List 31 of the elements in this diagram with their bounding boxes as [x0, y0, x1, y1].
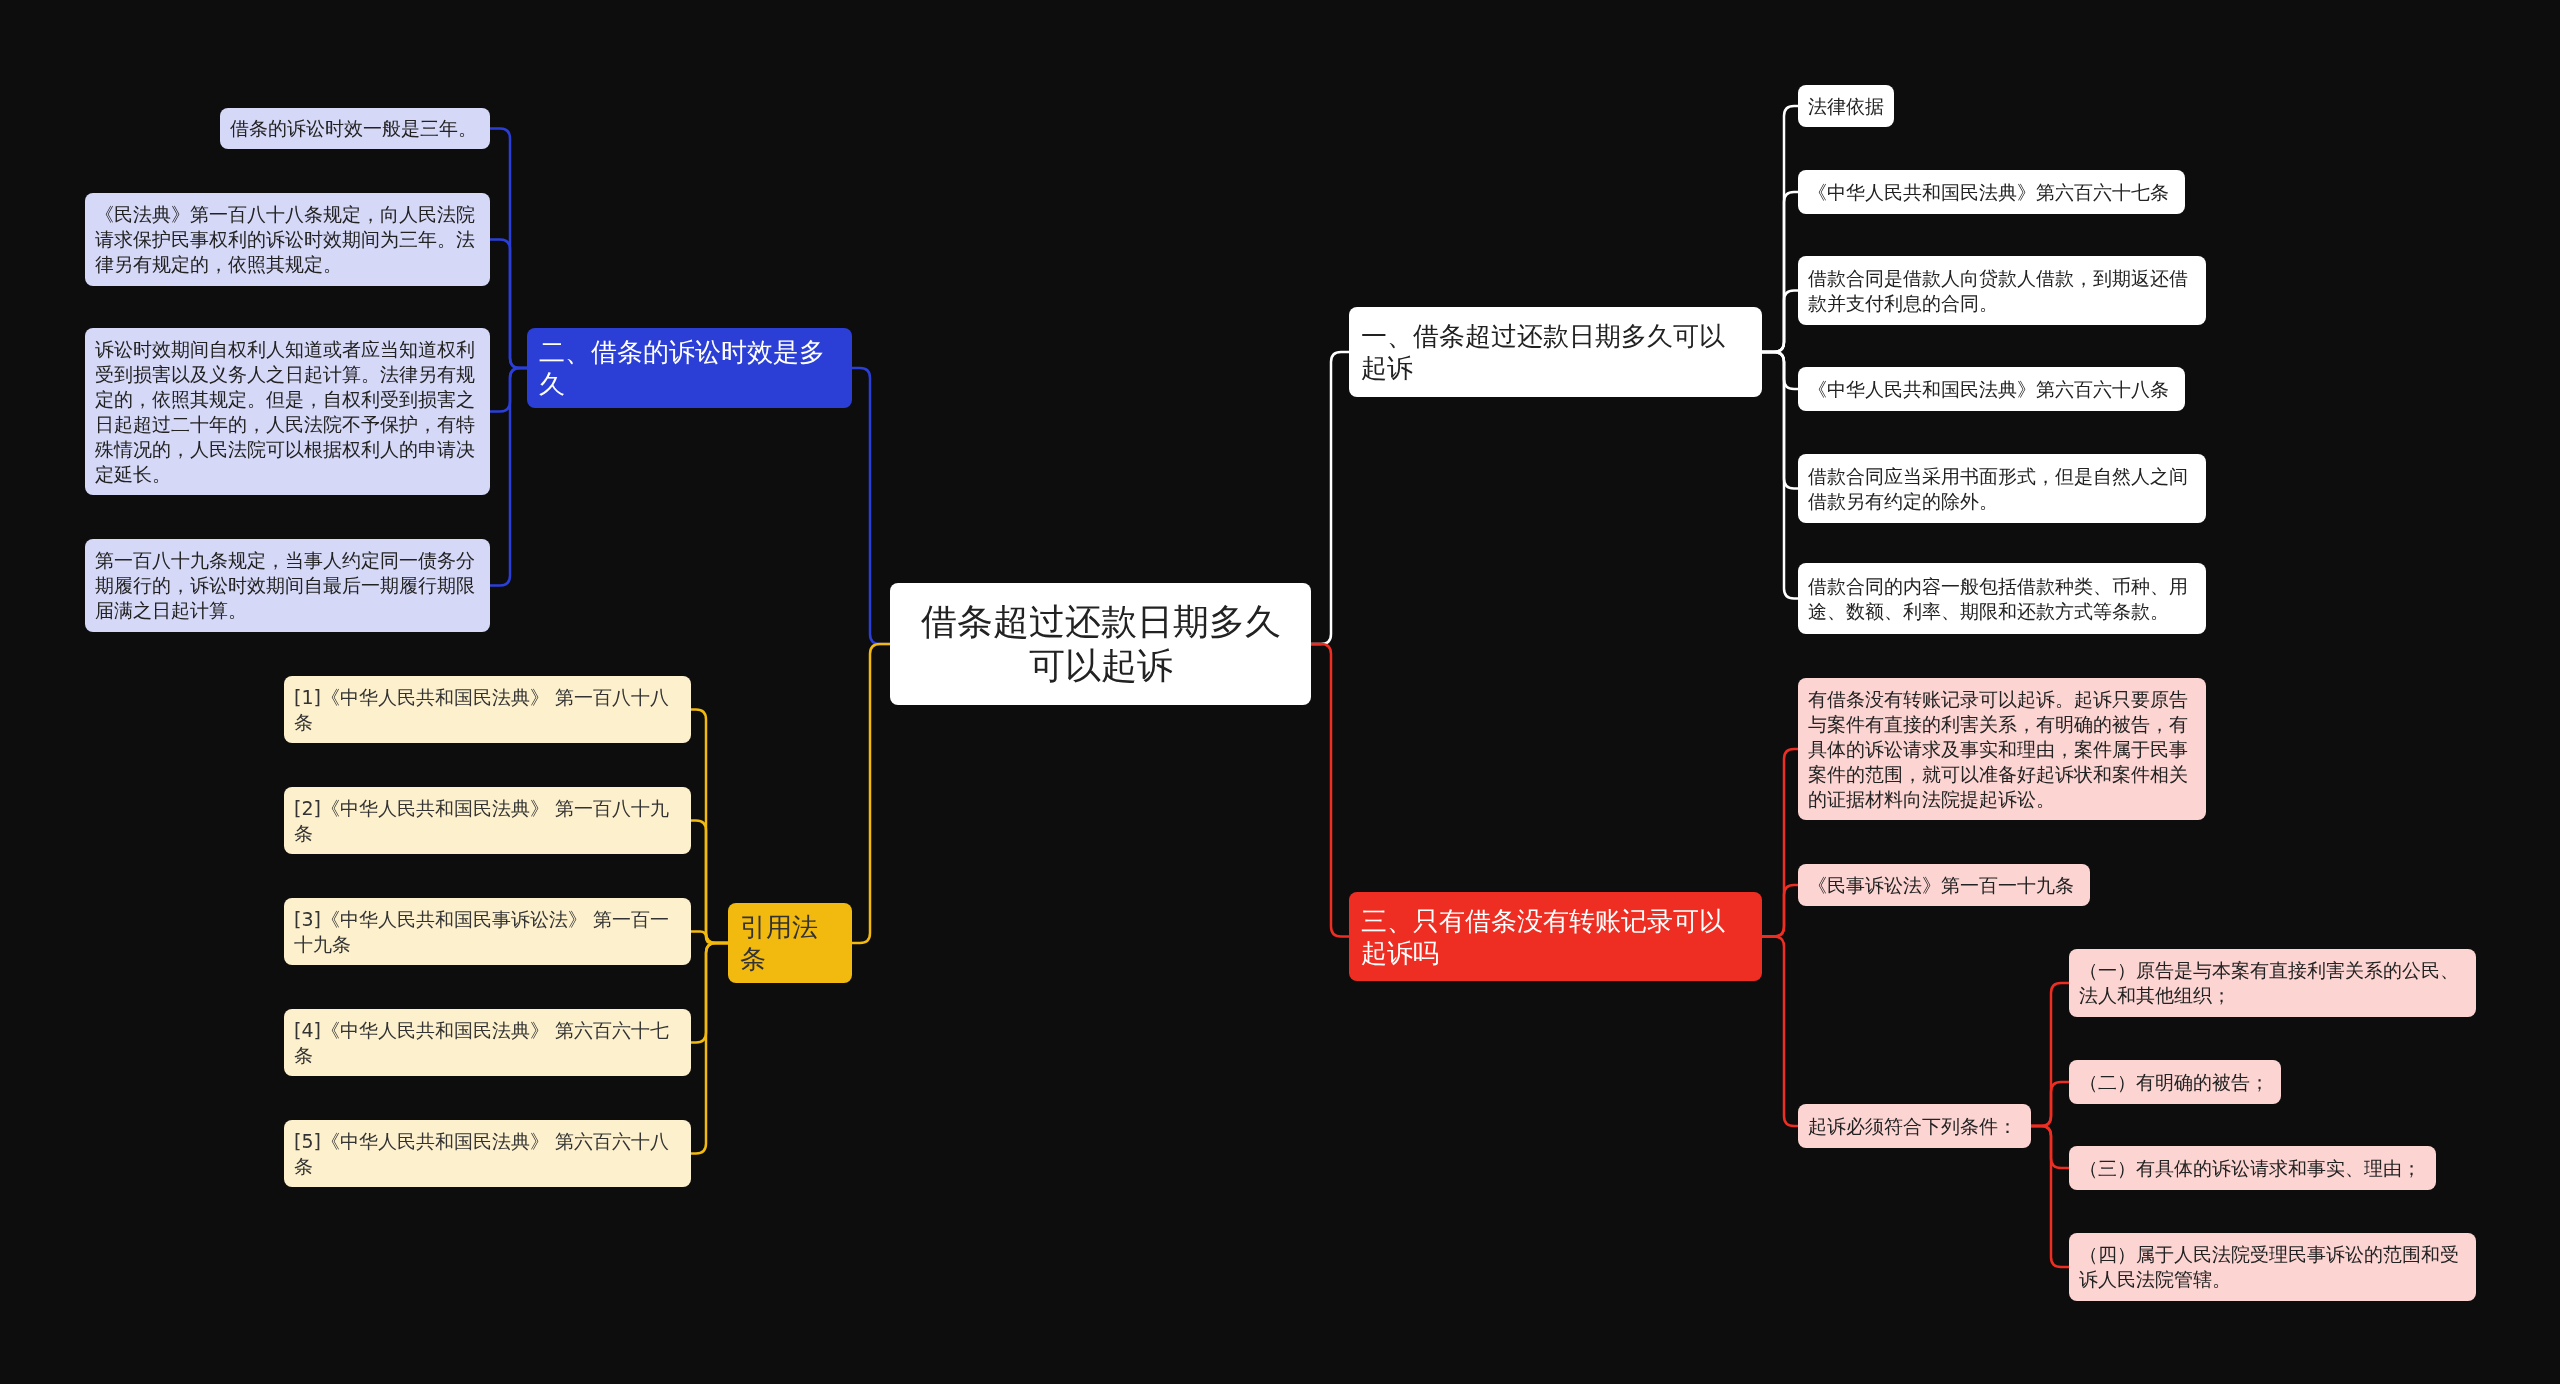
- subtopic-box: [2]《中华人民共和国民法典》 第一百八十九条: [284, 787, 691, 854]
- connector-line: [2031, 1124, 2069, 1269]
- subtopic-box: [1]《中华人民共和国民法典》 第一百八十八条: [284, 676, 691, 743]
- subtopic-box: 《中华人民共和国民法典》第六百六十八条: [1798, 367, 2185, 411]
- subtopic-box: 诉讼时效期间自权利人知道或者应当知道权利受到损害以及义务人之日起计算。法律另有规定的，依照其规定。但是，自权利受到损害之日起超过二十年的，人民法院不予保护，有特殊情况的，人民法院可以根据权利人的申请决定延长。: [85, 328, 490, 495]
- subtopic-box: （一）原告是与本案有直接利害关系的公民、法人和其他组织；: [2069, 949, 2476, 1017]
- subtopic-box: 借款合同是借款人向贷款人借款，到期返还借款并支付利息的合同。: [1798, 256, 2206, 325]
- subtopic-box: 《民法典》第一百八十八条规定，向人民法院请求保护民事权利的诉讼时效期间为三年。法律另有规定的，依照其规定。: [85, 193, 490, 286]
- subtopic-box: [4]《中华人民共和国民法典》 第六百六十七条: [284, 1009, 691, 1076]
- branch-topic-box: 二、借条的诉讼时效是多久: [527, 328, 852, 408]
- connector-line: [852, 642, 890, 945]
- subtopic-box: [5]《中华人民共和国民法典》 第六百六十八条: [284, 1120, 691, 1187]
- subtopic-box: （二）有明确的被告；: [2069, 1060, 2281, 1104]
- subtopic-box: 借款合同的内容一般包括借款种类、币种、用途、数额、利率、期限和还款方式等条款。: [1798, 563, 2206, 634]
- subtopic-box: 《中华人民共和国民法典》第六百六十七条: [1798, 170, 2185, 214]
- subtopic-box: 有借条没有转账记录可以起诉。起诉只要原告与案件有直接的利害关系，有明确的被告，有具体的诉讼请求及事实和理由，案件属于民事案件的范围，就可以准备好起诉状和案件相关的证据材料向法院提起诉讼。: [1798, 678, 2206, 820]
- subtopic-box: 第一百八十九条规定，当事人约定同一债务分期履行的，诉讼时效期间自最后一期履行期限届满之日起计算。: [85, 539, 490, 632]
- subtopic-box: 借条的诉讼时效一般是三年。: [220, 108, 490, 149]
- branch-topic-box: 引用法条: [728, 903, 852, 983]
- subtopic-box: （四）属于人民法院受理民事诉讼的范围和受诉人民法院管辖。: [2069, 1233, 2476, 1301]
- branch-topic-box: 一、借条超过还款日期多久可以起诉: [1349, 307, 1762, 397]
- central-topic-box: 借条超过还款日期多久可以起诉: [890, 583, 1311, 705]
- subtopic-box: 法律依据: [1798, 85, 1894, 127]
- subtopic-box: 起诉必须符合下列条件：: [1798, 1104, 2031, 1148]
- connector-line: [1311, 642, 1349, 938]
- connector-line: [490, 366, 527, 587]
- subtopic-box: [3]《中华人民共和国民事诉讼法》 第一百一十九条: [284, 898, 691, 965]
- subtopic-box: 借款合同应当采用书面形式，但是自然人之间借款另有约定的除外。: [1798, 454, 2206, 523]
- subtopic-box: （三）有具体的诉讼请求和事实、理由；: [2069, 1146, 2436, 1190]
- subtopic-box: 《民事诉讼法》第一百一十九条: [1798, 864, 2090, 906]
- branch-topic-box: 三、只有借条没有转账记录可以起诉吗: [1349, 892, 1762, 981]
